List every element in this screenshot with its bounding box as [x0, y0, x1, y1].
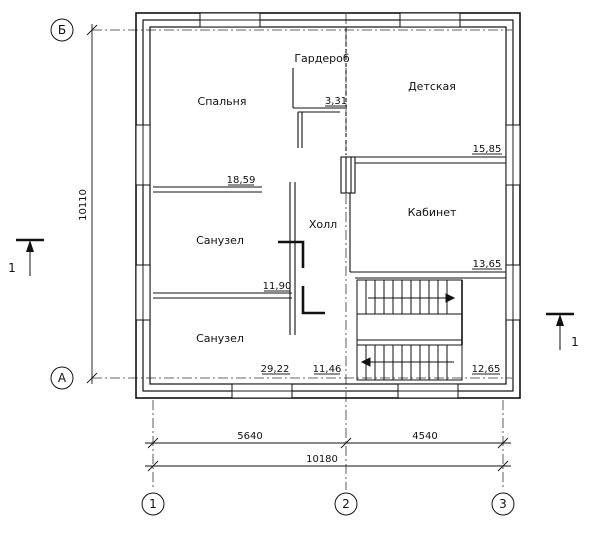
dimension-right-span: 4540 [412, 431, 437, 442]
area-labels: 3,31 18,59 15,85 13,65 11,90 29,22 11,46… [227, 96, 502, 375]
interior-walls [153, 28, 506, 335]
svg-text:2: 2 [342, 497, 350, 511]
area-office: 13,65 [473, 259, 502, 270]
dimension-overall: 10180 [306, 454, 338, 465]
section-label-left: 1 [8, 261, 16, 275]
area-kids: 15,85 [473, 144, 502, 155]
room-label-office: Кабинет [408, 206, 457, 219]
section-mark-left [16, 238, 44, 276]
outer-wall-middle [142, 19, 514, 392]
shaft [340, 156, 356, 194]
hall-door-mark-lower [301, 286, 325, 315]
outer-wall-inner [149, 26, 507, 385]
room-labels: Гардероб Спальня Детская Кабинет Холл Са… [196, 52, 457, 345]
axis-marker-a: А [50, 366, 74, 390]
outer-wall-outline [135, 12, 521, 399]
windows [135, 12, 521, 399]
dimension-vertical-label: 10110 [78, 189, 89, 221]
area-bath2: 29,22 [261, 364, 290, 375]
section-mark-right [546, 312, 574, 350]
room-label-bedroom: Спальня [198, 95, 247, 108]
svg-text:1: 1 [149, 497, 157, 511]
axis-marker-b: Б [50, 18, 74, 42]
dimension-left-span: 5640 [237, 431, 262, 442]
axis-marker-3: 3 [491, 492, 515, 516]
area-bath1: 11,90 [263, 281, 292, 292]
area-bedroom: 18,59 [227, 175, 256, 186]
dimension-horizontal-overall [145, 460, 511, 472]
area-stair: 12,65 [472, 364, 501, 375]
room-label-bath2: Санузел [196, 332, 244, 345]
staircase [356, 279, 463, 381]
hall-door-mark-upper [278, 240, 305, 268]
svg-text:Б: Б [58, 23, 66, 37]
outer-walls [135, 12, 521, 399]
svg-text:А: А [58, 371, 67, 385]
room-label-bath1: Санузел [196, 234, 244, 247]
section-label-right: 1 [571, 335, 579, 349]
area-hall: 11,46 [313, 364, 342, 375]
dimension-horizontal-spans [145, 437, 511, 449]
axis-marker-1: 1 [141, 492, 165, 516]
area-wardrobe: 3,31 [325, 96, 347, 107]
room-label-wardrobe: Гардероб [294, 52, 350, 65]
axis-marker-2: 2 [334, 492, 358, 516]
room-label-hall: Холл [309, 218, 337, 231]
svg-text:3: 3 [499, 497, 507, 511]
room-label-kids: Детская [408, 80, 456, 93]
stair-treads-upper [365, 280, 448, 314]
dimension-vertical [86, 24, 98, 384]
